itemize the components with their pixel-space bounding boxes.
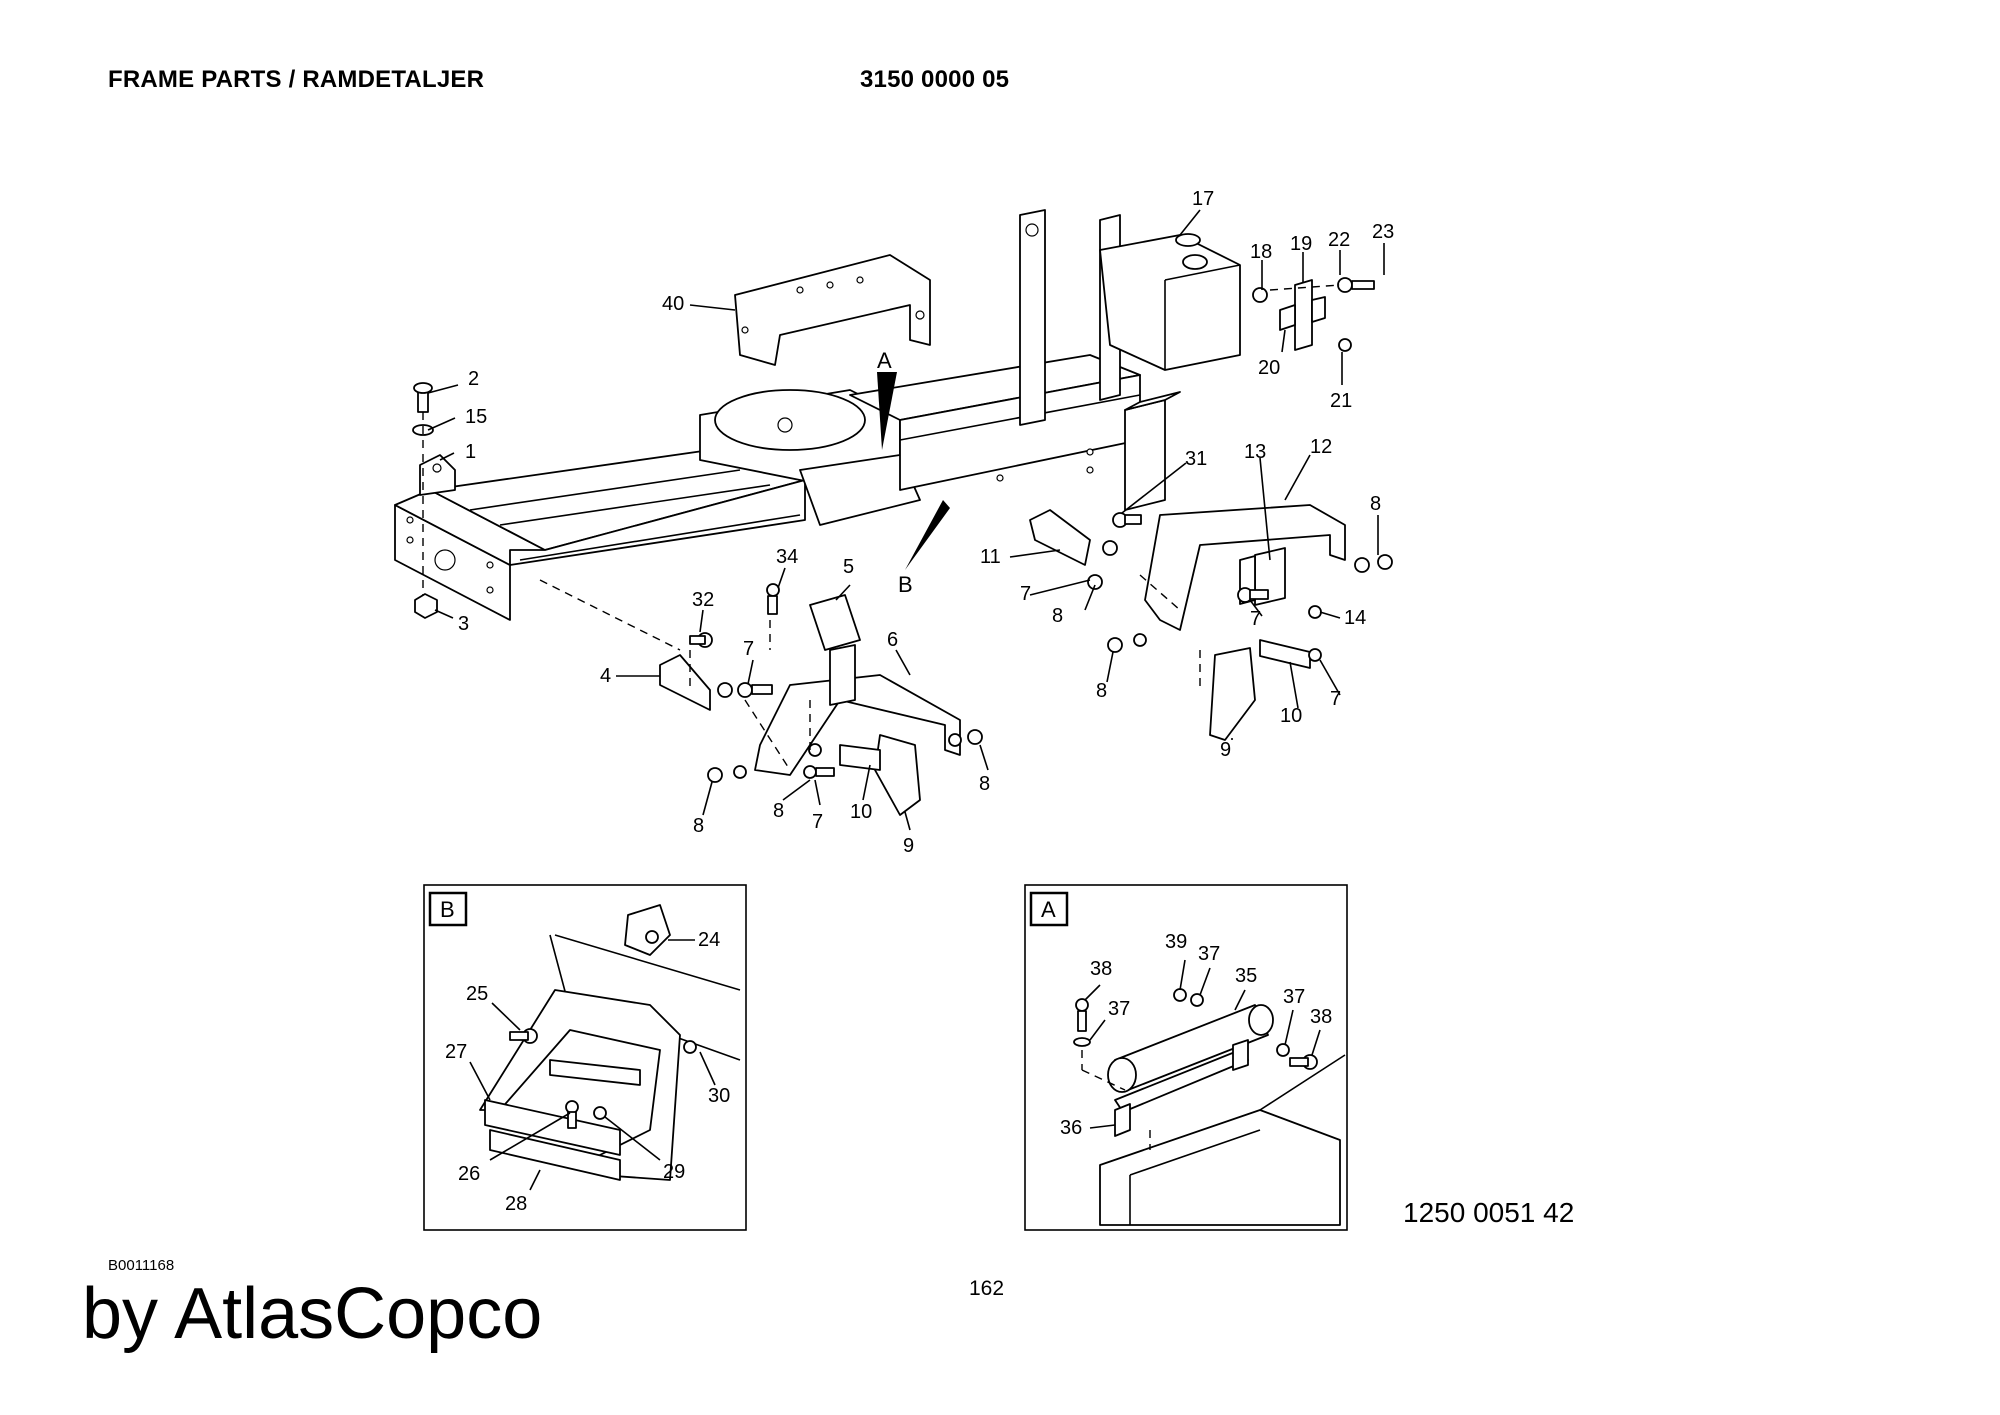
callout-8-c: 8 bbox=[1096, 680, 1107, 702]
callout-22: 22 bbox=[1328, 229, 1350, 251]
callout-2: 2 bbox=[468, 368, 479, 390]
view-marker-a bbox=[877, 372, 897, 450]
callout-3: 3 bbox=[458, 613, 469, 635]
callout-39: 39 bbox=[1165, 931, 1187, 953]
fender-6 bbox=[754, 674, 961, 776]
callout-19: 19 bbox=[1290, 233, 1312, 255]
page-title: FRAME PARTS / RAMDETALJER bbox=[108, 66, 485, 93]
callout-8-a: 8 bbox=[1052, 605, 1063, 627]
bracket-40 bbox=[734, 254, 931, 366]
callout-20: 20 bbox=[1258, 357, 1280, 379]
callout-15: 15 bbox=[465, 406, 487, 428]
callout-18: 18 bbox=[1250, 241, 1272, 263]
callout-7-e: 7 bbox=[812, 811, 823, 833]
callout-7-d: 7 bbox=[743, 638, 754, 660]
callout-31: 31 bbox=[1185, 448, 1207, 470]
callout-40: 40 bbox=[662, 293, 684, 315]
watermark: by AtlasCopco bbox=[82, 1274, 543, 1354]
callout-38-b: 38 bbox=[1310, 1006, 1332, 1028]
callout-37-b: 37 bbox=[1108, 998, 1130, 1020]
callout-5: 5 bbox=[843, 556, 854, 578]
callout-36: 36 bbox=[1060, 1117, 1082, 1139]
callout-10-a: 10 bbox=[1280, 705, 1302, 727]
callout-26: 26 bbox=[458, 1163, 480, 1185]
part-number: 3150 0000 05 bbox=[860, 66, 1010, 93]
drawing-reference: B0011168 bbox=[108, 1257, 175, 1274]
callout-8-d: 8 bbox=[693, 815, 704, 837]
callout-35: 35 bbox=[1235, 965, 1257, 987]
callout-34: 34 bbox=[776, 546, 798, 568]
callout-8-b: 8 bbox=[1370, 493, 1381, 515]
document-reference: 1250 0051 42 bbox=[1403, 1197, 1575, 1228]
callout-13: 13 bbox=[1244, 441, 1266, 463]
callout-9-a: 9 bbox=[1220, 739, 1231, 761]
callout-6: 6 bbox=[887, 629, 898, 651]
callout-37-c: 37 bbox=[1283, 986, 1305, 1008]
detail-view-b-label: B bbox=[440, 897, 455, 922]
callout-7-c: 7 bbox=[1330, 688, 1341, 710]
callout-10-b: 10 bbox=[850, 801, 872, 823]
callout-14: 14 bbox=[1344, 607, 1366, 629]
callout-leaders bbox=[427, 209, 1385, 831]
callout-21: 21 bbox=[1330, 390, 1352, 412]
callout-8-e: 8 bbox=[773, 800, 784, 822]
callout-numbers: 17 18 19 22 23 20 21 40 2 15 1 3 4 31 11… bbox=[458, 188, 1394, 857]
view-marker-b-label: B bbox=[898, 572, 913, 597]
callout-17: 17 bbox=[1192, 188, 1214, 210]
callout-9-b: 9 bbox=[903, 835, 914, 857]
tank-17 bbox=[1099, 234, 1241, 371]
callout-28: 28 bbox=[505, 1193, 527, 1215]
callout-24: 24 bbox=[698, 929, 720, 951]
detail-view-a: A 38 39 37 35 37 37 38 36 bbox=[1024, 884, 1348, 1231]
view-marker-a-label: A bbox=[877, 348, 892, 373]
callout-4: 4 bbox=[600, 665, 611, 687]
callout-25: 25 bbox=[466, 983, 488, 1005]
callout-27: 27 bbox=[445, 1041, 467, 1063]
callout-38-a: 38 bbox=[1090, 958, 1112, 980]
callout-7-b: 7 bbox=[1250, 608, 1261, 630]
callout-32: 32 bbox=[692, 589, 714, 611]
callout-1: 1 bbox=[465, 441, 476, 463]
callout-12: 12 bbox=[1310, 436, 1332, 458]
view-marker-b bbox=[905, 500, 950, 570]
detail-view-b: B 24 25 27 30 26 29 28 bbox=[423, 884, 747, 1231]
page-number: 162 bbox=[969, 1277, 1005, 1300]
callout-23: 23 bbox=[1372, 221, 1394, 243]
callout-8-f: 8 bbox=[979, 773, 990, 795]
callout-37-a: 37 bbox=[1198, 943, 1220, 965]
detail-view-a-label: A bbox=[1041, 897, 1056, 922]
callout-7-a: 7 bbox=[1020, 583, 1031, 605]
callout-11: 11 bbox=[980, 546, 1001, 568]
callout-30: 30 bbox=[708, 1085, 730, 1107]
main-frame bbox=[394, 209, 1181, 621]
callout-29: 29 bbox=[663, 1161, 685, 1183]
